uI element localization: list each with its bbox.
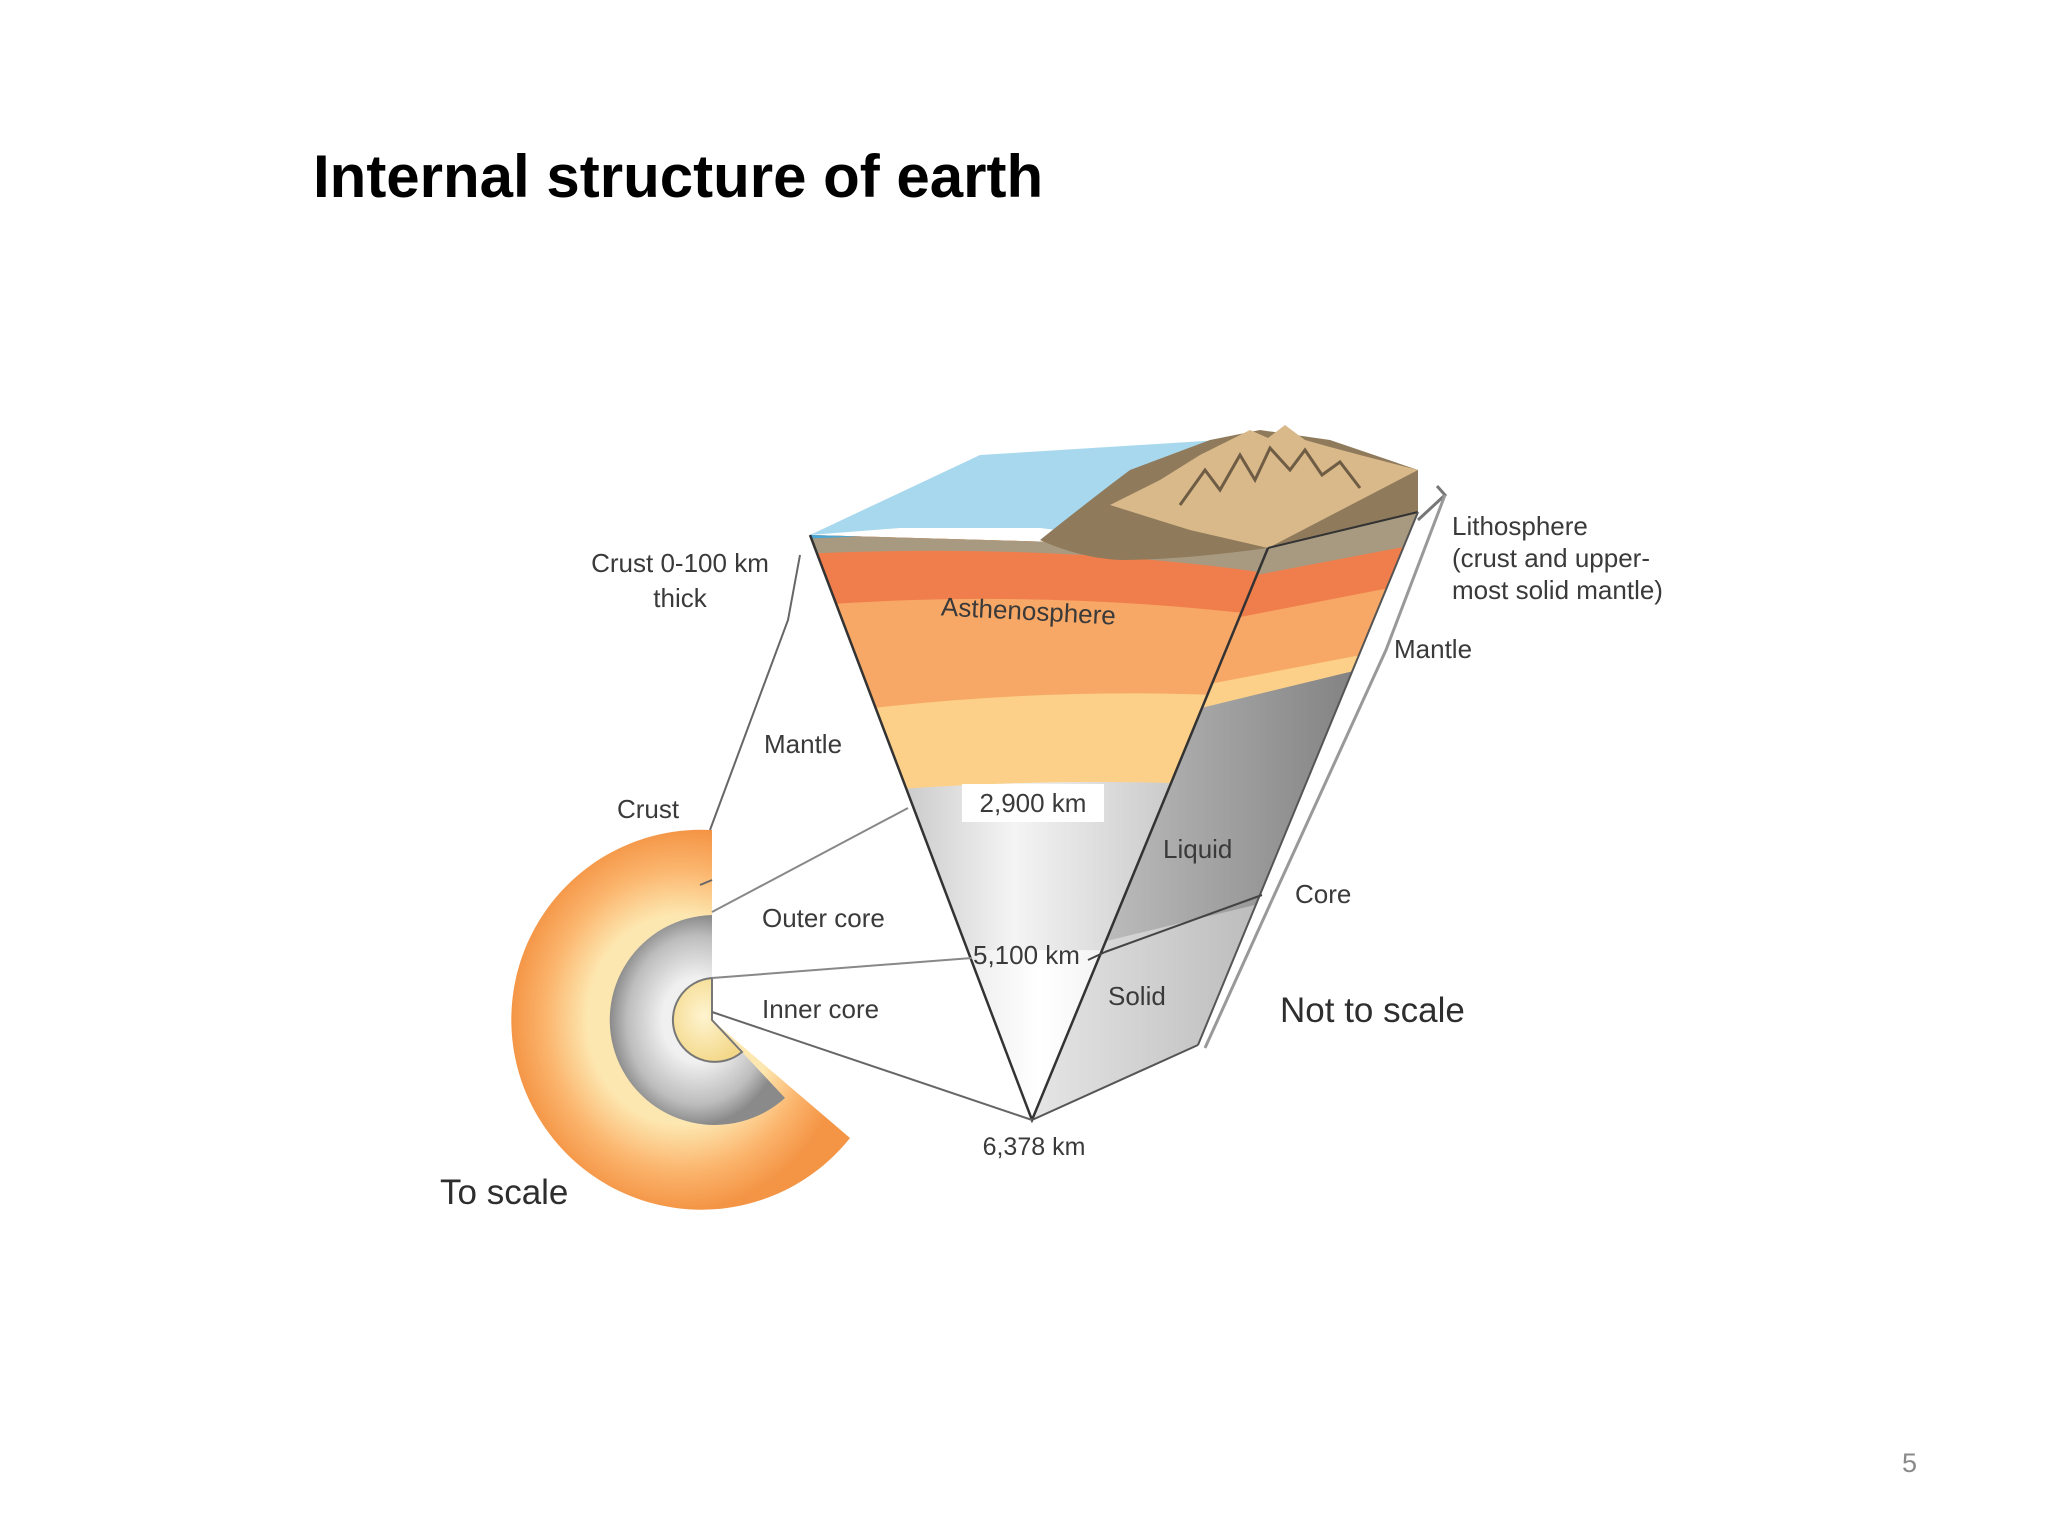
label-crust-thickness: Crust 0-100 km — [591, 548, 769, 578]
label-core: Core — [1295, 879, 1351, 909]
mantle-bracket — [1270, 494, 1447, 901]
outer-core-leader-top — [711, 807, 909, 913]
label-depth-5100: 5,100 km — [973, 940, 1080, 970]
label-mantle-right: Mantle — [1394, 634, 1472, 664]
crust-leader-line — [709, 554, 801, 831]
label-to-scale: To scale — [440, 1173, 568, 1212]
label-crust: Crust — [617, 794, 680, 824]
label-liquid: Liquid — [1163, 834, 1232, 864]
mountains — [1110, 425, 1418, 548]
label-lithosphere-2: (crust and upper- — [1452, 543, 1650, 573]
top-right-edge — [1267, 511, 1419, 549]
label-depth-2900: 2,900 km — [980, 788, 1087, 818]
label-lithosphere-3: most solid mantle) — [1452, 575, 1663, 605]
label-depth-6378: 6,378 km — [983, 1133, 1086, 1161]
slide-title: Internal structure of earth — [313, 143, 1044, 210]
inner-core-leader-top — [711, 957, 973, 979]
label-crust-thickness-2: thick — [653, 583, 707, 613]
crust-label-tick — [699, 879, 713, 886]
label-lithosphere: Lithosphere — [1452, 511, 1588, 541]
page-number: 5 — [1902, 1448, 1918, 1478]
depth-5100-tick — [1087, 951, 1106, 961]
to-scale-inner-core — [671, 976, 744, 1063]
label-mantle-left: Mantle — [764, 729, 842, 759]
inner-core-leader-bottom — [711, 1011, 1033, 1121]
side-bottom-edge — [1031, 1044, 1199, 1121]
label-outer-core: Outer core — [762, 903, 885, 933]
depth-2900-box — [962, 784, 1104, 822]
label-inner-core: Inner core — [762, 994, 879, 1024]
mountain-ridges — [1178, 445, 1362, 506]
side-right-edge — [1197, 511, 1419, 1046]
core-bracket — [1203, 899, 1274, 1049]
liquid-solid-boundary — [1104, 894, 1263, 953]
crust-band — [810, 535, 1268, 578]
label-solid: Solid — [1108, 981, 1166, 1011]
label-not-to-scale: Not to scale — [1280, 991, 1465, 1030]
